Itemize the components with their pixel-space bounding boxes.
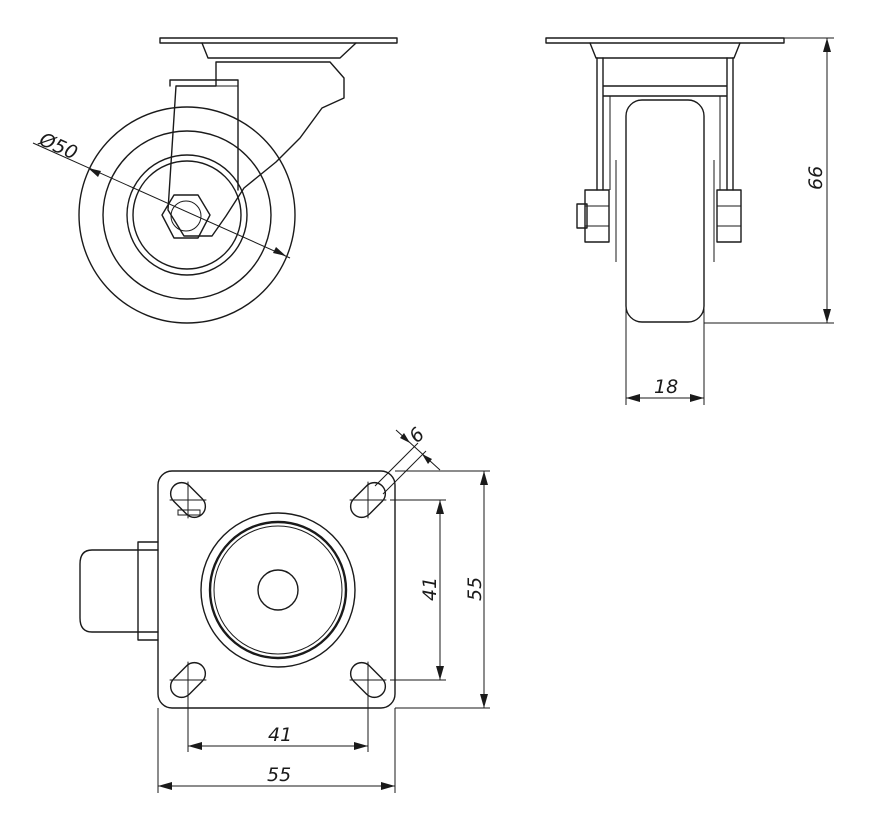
top-swivel-inner: [213, 525, 343, 655]
dim-hspacing-arrow-left: [188, 742, 202, 750]
dim-diameter-arrow-start: [88, 168, 101, 177]
side-wheel-hub-inner: [132, 160, 242, 270]
side-axle-nut: [161, 194, 211, 239]
side-view: Ø50: [32, 37, 398, 324]
side-axle: [170, 200, 202, 232]
dim-diameter-line: [32, 142, 291, 259]
front-fork: [596, 57, 734, 191]
dim-plate-h-arrow-bottom: [480, 694, 488, 708]
mounting-hole-bottom-right: [349, 661, 387, 699]
front-view: 66 18: [545, 37, 834, 405]
dim-hspacing-label: 41: [268, 724, 292, 746]
dim-vspacing-arrow-top: [436, 500, 444, 514]
top-brake-tab: [177, 509, 201, 516]
dim-diameter-label: Ø50: [35, 128, 81, 164]
dim-plate-w-arrow-right: [381, 782, 395, 790]
dim-vspacing-arrow-bottom: [436, 666, 444, 680]
side-fork: [167, 61, 345, 237]
dim-height-arrow-top: [823, 38, 831, 52]
side-swivel-housing: [201, 42, 357, 59]
side-wheel-outer: [78, 106, 296, 324]
dim-width-arrow-left: [626, 394, 640, 402]
dim-hole-label: 6: [405, 423, 429, 447]
dim-plate-h-arrow-top: [480, 471, 488, 485]
dim-height-label: 66: [805, 166, 827, 190]
dim-hole-arrow-1: [400, 433, 410, 443]
top-plate: [157, 470, 396, 709]
dim-width-arrow-right: [690, 394, 704, 402]
dim-hspacing-arrow-right: [354, 742, 368, 750]
top-fork-outline: [137, 541, 159, 641]
dim-width-label: 18: [654, 376, 678, 398]
side-wheel-tread: [102, 130, 272, 300]
front-fork-inner: [609, 96, 721, 190]
top-swivel-outer: [200, 512, 356, 668]
side-top-plate: [159, 37, 398, 44]
front-axle-end: [576, 203, 588, 229]
dim-vspacing-label: 41: [419, 577, 441, 601]
dim-plate-w-label: 55: [267, 764, 291, 786]
mounting-hole-top-left: [169, 481, 207, 519]
top-center-hole: [257, 569, 299, 611]
top-view: 6 41 55 41 55: [79, 423, 490, 793]
front-axle-nut-right: [716, 189, 742, 243]
top-swivel-ring: [208, 520, 348, 660]
top-wheel-outline: [79, 549, 159, 633]
mounting-hole-top-right: [349, 481, 387, 519]
front-top-plate: [545, 37, 785, 44]
dim-diameter-arrow-end: [273, 247, 286, 256]
front-axle-nut-left: [584, 189, 610, 243]
side-wheel-hub-outer: [126, 154, 248, 276]
side-fork-tab: [169, 79, 239, 191]
dim-plate-h-label: 55: [464, 577, 486, 601]
dim-hole-ext-1: [374, 442, 419, 487]
front-wheel: [625, 99, 705, 323]
dim-hole-arrow-2: [422, 454, 432, 464]
front-swivel-housing: [589, 42, 741, 59]
dim-plate-w-arrow-left: [158, 782, 172, 790]
dim-height-arrow-bottom: [823, 309, 831, 323]
dim-hole-ext-2: [382, 450, 427, 495]
